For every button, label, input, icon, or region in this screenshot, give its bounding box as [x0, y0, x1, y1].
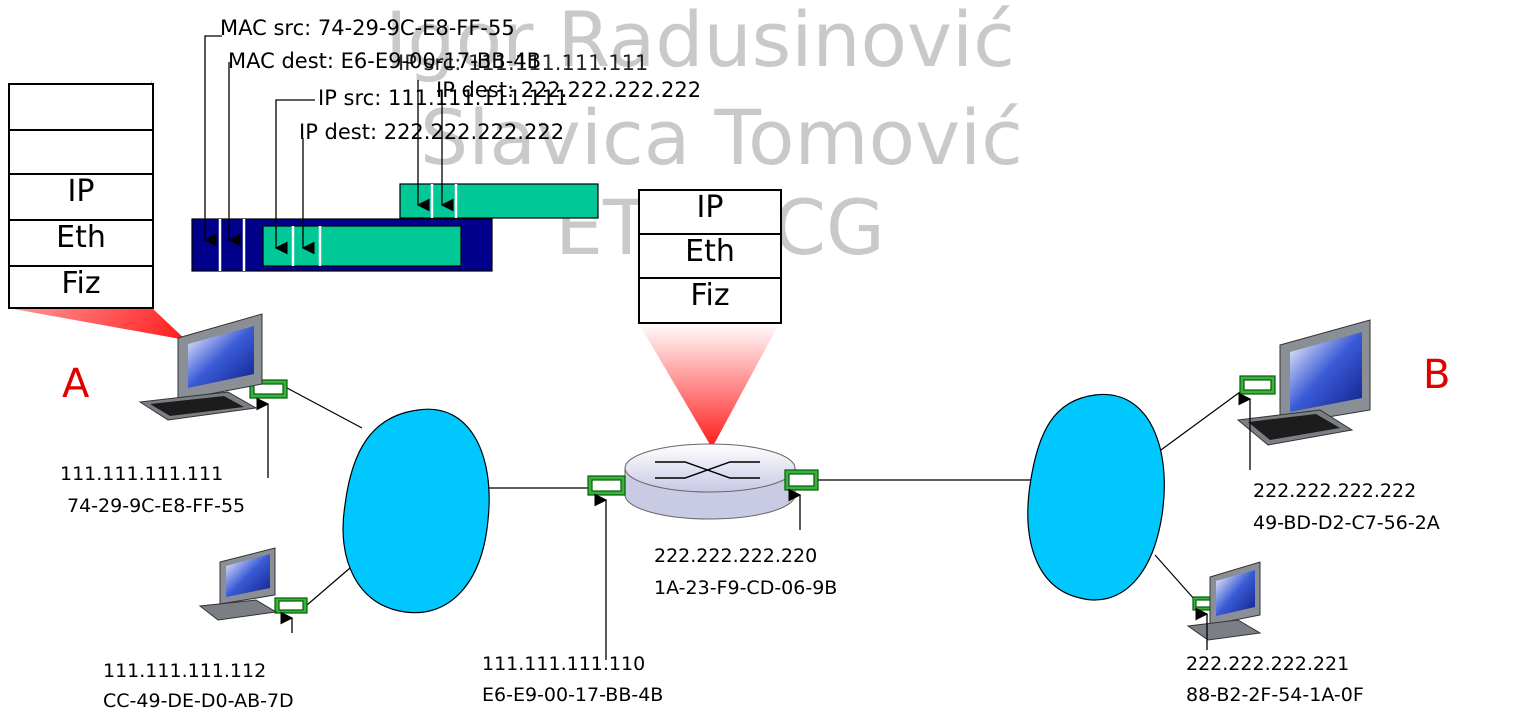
host-b-ip: 222.222.222.222	[1253, 480, 1417, 502]
host-a2-mac: CC-49-DE-D0-AB-7D	[103, 690, 294, 712]
adapter-icons	[249, 375, 1276, 614]
ip-src-overlay-label: IP src: 111.111.111.111	[398, 51, 649, 75]
datagram-box-in-frame	[262, 225, 462, 267]
router-right-mac: 1A-23-F9-CD-06-9B	[654, 577, 838, 599]
watermark-line-1: Igor Radusinović	[385, 0, 1015, 84]
host-stack-layer-ip: IP	[10, 173, 152, 217]
host-a2-ip: 111.111.111.112	[103, 660, 267, 682]
host-b2-ip: 222.222.222.221	[1186, 653, 1350, 675]
host-stack-layer-1	[10, 83, 152, 127]
interface-pointers	[256, 392, 1252, 660]
host-a-protocol-stack: IP Eth Fiz	[8, 83, 154, 309]
host-b2-computer-icon	[1186, 561, 1262, 641]
router-stack-layer-eth: Eth	[640, 233, 780, 277]
host-b-mac: 49-BD-D2-C7-56-2A	[1253, 512, 1440, 534]
mac-dest-label: MAC dest: E6-E9-00-17-BB-4B	[228, 49, 542, 73]
watermark-line-2: Slavica Tomović	[420, 93, 1023, 182]
host-stack-layer-fiz: Fiz	[10, 265, 152, 307]
ip-dest-overlay-label: IP dest: 222.222.222.222	[436, 78, 702, 102]
header-pointers	[203, 35, 454, 255]
host-b-name: B	[1423, 352, 1451, 398]
router-right-ip: 222.222.222.220	[654, 545, 818, 567]
datagram-box-upper	[399, 183, 599, 219]
router-left-ip: 111.111.111.110	[482, 653, 646, 675]
host-a-mac: 74-29-9C-E8-FF-55	[67, 495, 246, 517]
host-a-computer-icon	[138, 313, 263, 421]
router-stack-layer-fiz: Fiz	[640, 277, 780, 322]
network-links	[286, 387, 1241, 606]
host-stack-layer-2	[10, 129, 152, 173]
mac-src-label: MAC src: 74-29-9C-E8-FF-55	[220, 16, 515, 40]
router-stack-callout-beam	[638, 322, 780, 448]
host-b-computer-icon	[1236, 319, 1371, 446]
router-protocol-stack: IP Eth Fiz	[638, 189, 782, 324]
ip-src-label: IP src: 111.111.111.111	[318, 86, 569, 110]
router-left-mac: E6-E9-00-17-BB-4B	[482, 684, 664, 706]
host-a-ip: 111.111.111.111	[60, 463, 224, 485]
host-b2-mac: 88-B2-2F-54-1A-0F	[1186, 684, 1364, 706]
subnet-right-cloud	[1027, 393, 1165, 601]
router-stack-layer-ip: IP	[696, 190, 724, 225]
host-a-name: A	[62, 361, 90, 407]
host-a2-computer-icon	[198, 547, 278, 621]
ip-dest-label: IP dest: 222.222.222.222	[299, 120, 565, 144]
router-icon	[624, 443, 796, 520]
subnet-left-cloud	[342, 408, 490, 614]
host-stack-layer-eth: Eth	[10, 219, 152, 265]
